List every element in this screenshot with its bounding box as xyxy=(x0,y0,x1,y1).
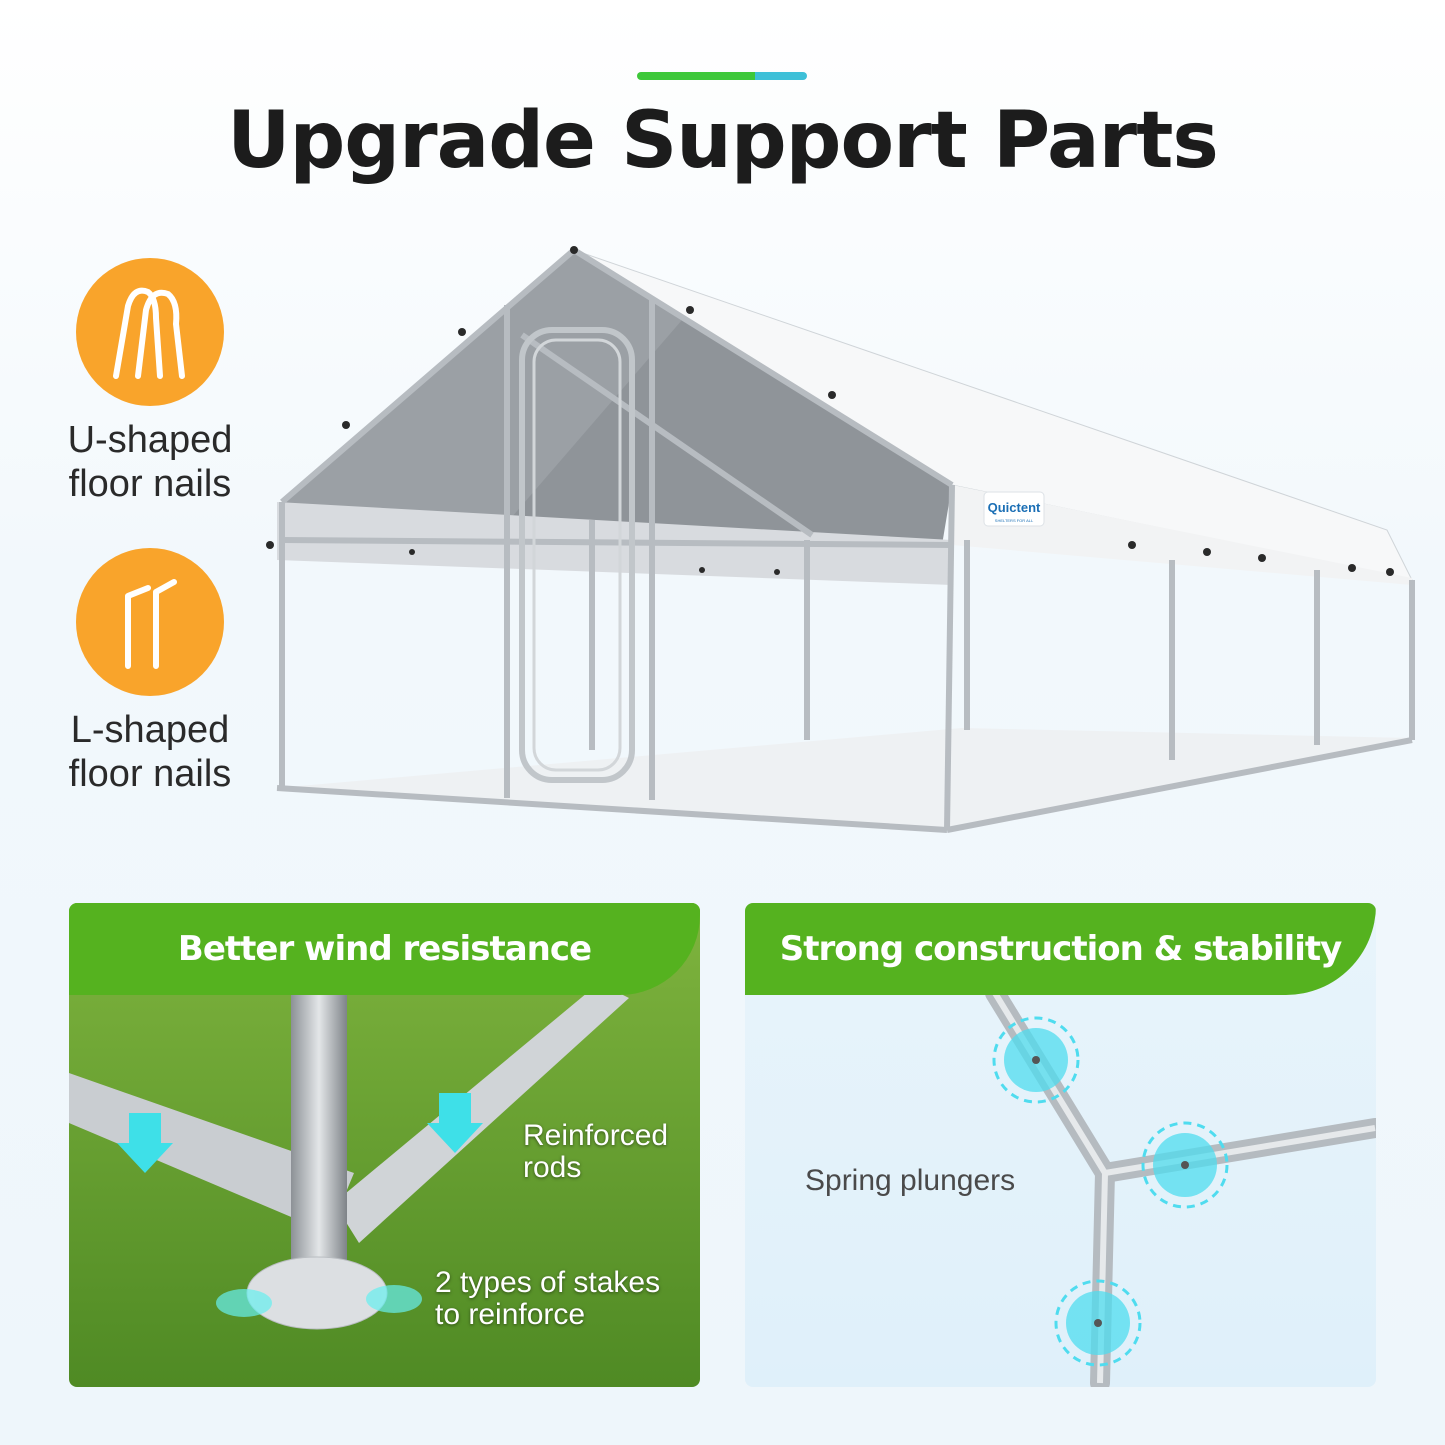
vertical-pole xyxy=(291,993,347,1303)
brand-tagline: SHELTERS FOR ALL xyxy=(995,518,1034,523)
wind-resistance-panel: Better wind resistance Reinforced rods 2… xyxy=(69,903,700,1387)
reinforced-rods-callout: Reinforced rods xyxy=(523,1120,668,1184)
spring-plunger-highlights xyxy=(992,1016,1229,1367)
u-nail-label-line2: floor nails xyxy=(68,463,232,505)
stakes-line2: to reinforce xyxy=(435,1298,586,1331)
plunger-pin-1 xyxy=(1032,1056,1040,1064)
tent-gable-left xyxy=(277,250,682,540)
stability-panel-photo xyxy=(985,983,1376,1387)
down-arrow-left-icon xyxy=(117,1113,173,1173)
tent-frame xyxy=(276,247,1415,833)
reinforced-rods-line1: Reinforced xyxy=(523,1119,669,1152)
stakes-line1: 2 types of stakes xyxy=(435,1266,661,1299)
l-nail-feature: L-shaped floor nails xyxy=(50,548,250,796)
stake-highlights xyxy=(216,1285,422,1317)
u-nail-feature: U-shaped floor nails xyxy=(50,258,250,506)
stability-panel-header: Strong construction & stability xyxy=(745,903,1376,995)
brand-label xyxy=(983,491,1045,527)
base-plate xyxy=(246,1256,388,1330)
stake-highlight-right xyxy=(366,1285,422,1313)
plunger-pin-2 xyxy=(1181,1161,1189,1169)
accent-bar xyxy=(637,72,807,80)
plunger-pin-3 xyxy=(1094,1319,1102,1327)
l-nail-label-line1: L-shaped xyxy=(70,709,230,751)
tent-door xyxy=(519,327,635,783)
plunger-ring-1 xyxy=(992,1016,1080,1104)
u-nail-label: U-shaped floor nails xyxy=(50,418,250,506)
brand-name: Quictent xyxy=(988,500,1041,515)
u-nail-label-line1: U-shaped xyxy=(67,419,233,461)
down-arrow-icons xyxy=(117,1093,483,1173)
u-nail-badge xyxy=(76,258,224,406)
plunger-ring-2 xyxy=(1141,1121,1229,1209)
l-nail-icon xyxy=(125,579,177,669)
tent-floor xyxy=(277,728,1412,828)
l-nail-label-line2: floor nails xyxy=(68,753,232,795)
down-arrow-right-icon xyxy=(427,1093,483,1153)
tent-clips xyxy=(266,246,1394,576)
stake-highlight-left xyxy=(216,1289,272,1317)
page-title: Upgrade Support Parts xyxy=(227,96,1219,186)
wind-panel-header: Better wind resistance xyxy=(69,903,700,995)
tent-side-panel xyxy=(952,485,1412,585)
u-nail-icon xyxy=(113,287,185,379)
tent-door-inner xyxy=(532,338,622,772)
accent-bar-blue xyxy=(755,72,807,80)
spring-plungers-callout: Spring plungers xyxy=(805,1164,1016,1197)
stakes-callout: 2 types of stakes to reinforce xyxy=(435,1267,660,1331)
l-nail-badge xyxy=(76,548,224,696)
plunger-ring-3 xyxy=(1054,1279,1142,1367)
stability-panel: Strong construction & stability Spring p… xyxy=(745,903,1376,1387)
right-rod xyxy=(334,983,629,1243)
reinforced-rods-line2: rods xyxy=(523,1151,582,1184)
tent-illustration: Quictent SHELTERS FOR ALL xyxy=(266,246,1415,833)
accent-bar-green xyxy=(637,72,755,80)
l-nail-label: L-shaped floor nails xyxy=(50,708,250,796)
